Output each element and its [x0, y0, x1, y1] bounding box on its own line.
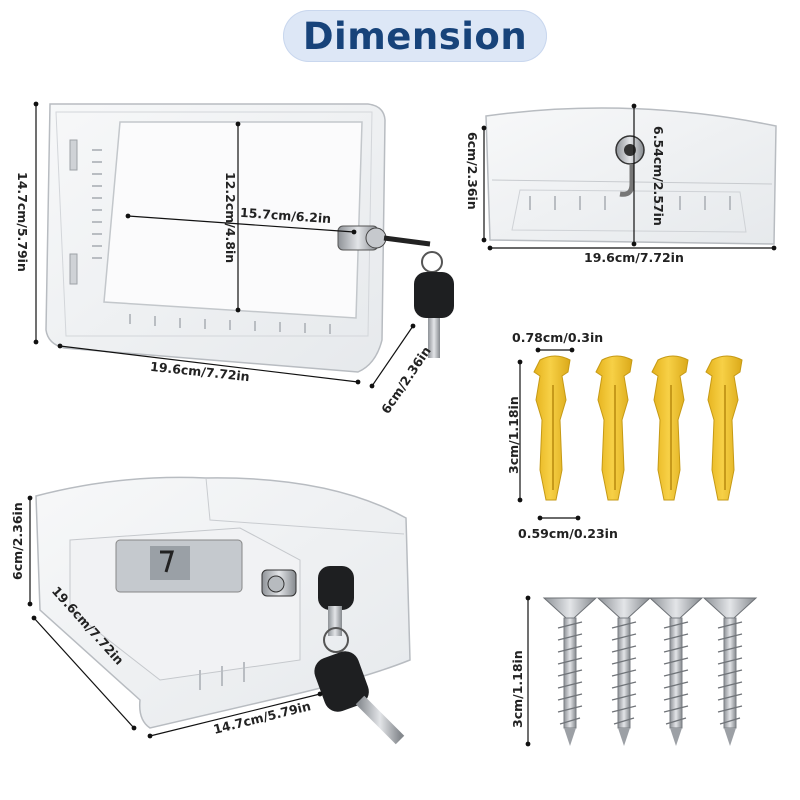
perspective-dimension-lines: [27, 495, 323, 739]
top-width-label: 19.6cm/7.72in: [584, 250, 684, 265]
front-view-box: [45, 103, 454, 373]
anchor-length-label: 3cm/1.18in: [506, 396, 521, 474]
anchor-bottom-width-label: 0.59cm/0.23in: [518, 526, 618, 541]
title-banner: Dimension: [283, 10, 547, 62]
top-view-dimension-lines: [481, 103, 777, 251]
screw-length-label: 3cm/1.18in: [510, 650, 525, 728]
front-view-dimension-lines: [33, 101, 416, 389]
top-depth-label: 6cm/2.36in: [465, 132, 480, 210]
inner-height-label: 12.2cm/4.8in: [223, 172, 238, 264]
anchor-dimension-lines: [517, 347, 581, 521]
lock-height-label: 6.54cm/2.57in: [651, 126, 666, 226]
anchor-top-width-label: 0.78cm/0.3in: [512, 330, 604, 345]
perspective-view-box: [35, 476, 411, 745]
perspective-depth-label: 6cm/2.36in: [10, 502, 25, 580]
front-height-label: 14.7cm/5.79in: [15, 172, 30, 272]
page-title: Dimension: [302, 14, 528, 58]
screws: [542, 597, 757, 747]
wall-anchors: [533, 355, 743, 501]
top-view-box: [485, 107, 777, 245]
